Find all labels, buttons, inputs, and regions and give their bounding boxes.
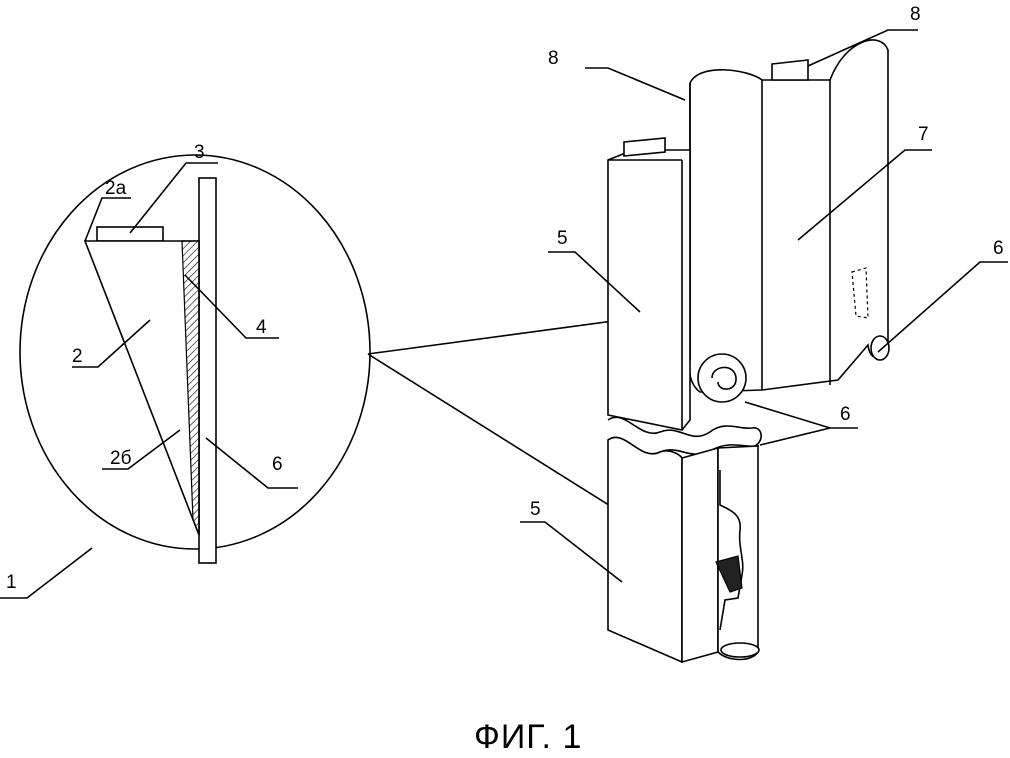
upper-pipe xyxy=(688,39,889,393)
pipe-section xyxy=(198,177,217,564)
label-1: 1 xyxy=(6,572,17,593)
pipe-cutout xyxy=(719,470,744,631)
layer-4 xyxy=(181,240,200,536)
figure-caption: ФИГ. 1 xyxy=(474,718,582,756)
leader-1 xyxy=(0,547,93,599)
label-5-upper: 5 xyxy=(557,228,568,249)
leader-8-right xyxy=(807,29,918,67)
label-3: 3 xyxy=(194,142,205,163)
plate-3 xyxy=(96,226,164,242)
break-line xyxy=(607,416,762,447)
leader-6-right xyxy=(877,261,1008,353)
panel-lower xyxy=(607,436,683,664)
pipe-end-lower xyxy=(720,642,760,658)
detail-ellipse xyxy=(19,154,371,550)
hidden-wedge xyxy=(851,267,869,319)
pipe-curl-spiral xyxy=(711,366,737,390)
panel-lower-side xyxy=(681,446,719,664)
leader-2 xyxy=(72,319,151,368)
label-6-mid: 6 xyxy=(840,404,851,425)
leader-4 xyxy=(184,274,279,339)
label-5-lower: 5 xyxy=(530,499,541,520)
cap-right xyxy=(771,59,809,81)
label-6-right: 6 xyxy=(993,238,1004,259)
label-4: 4 xyxy=(256,317,267,338)
wedge-in-pipe xyxy=(715,555,743,593)
leader-5-upper xyxy=(548,251,641,313)
leader-2b xyxy=(102,429,181,470)
panel-upper xyxy=(607,149,691,431)
label-2: 2 xyxy=(72,346,83,367)
wedge-2 xyxy=(83,240,200,536)
cap-left xyxy=(623,137,666,157)
lower-pipe xyxy=(717,445,759,661)
label-2b: 2б xyxy=(110,448,132,469)
pipe-curl xyxy=(697,353,747,403)
pipe-end-right xyxy=(870,335,890,361)
leader-6-detail xyxy=(205,437,298,489)
label-8-right: 8 xyxy=(910,4,921,25)
leader-7 xyxy=(797,149,932,241)
leader-8-left xyxy=(585,67,686,101)
leader-5-lower xyxy=(520,521,623,583)
leader-3 xyxy=(129,162,218,234)
leader-6-mid-b xyxy=(759,427,831,446)
detail-view: 2а 3 4 2 2б 6 1 xyxy=(0,142,371,599)
label-2a: 2а xyxy=(105,178,127,199)
label-7: 7 xyxy=(918,124,929,145)
leader-2a xyxy=(84,197,131,242)
label-6-detail: 6 xyxy=(272,454,283,475)
assembly-view: 8 8 7 5 6 6 5 xyxy=(520,4,1008,664)
label-8-left: 8 xyxy=(548,48,559,69)
